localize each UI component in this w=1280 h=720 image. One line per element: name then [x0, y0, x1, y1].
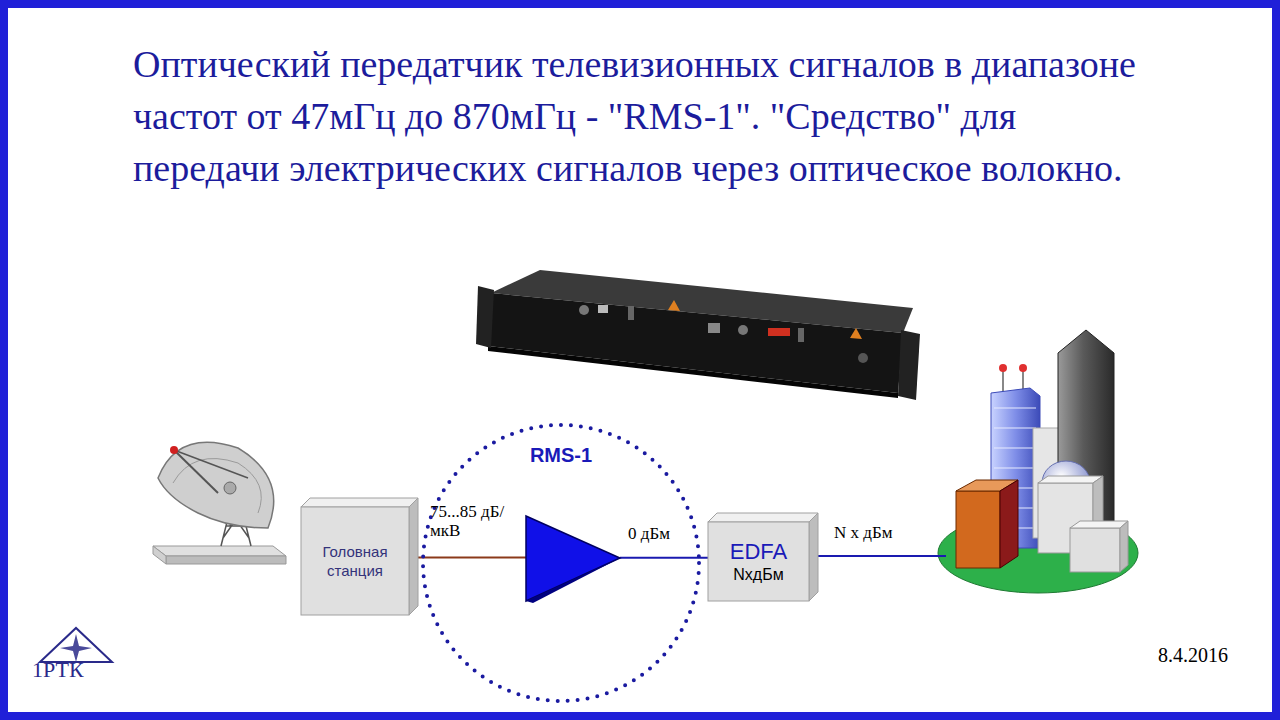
slide-title: Оптический передатчик телевизионных сигн… [133, 38, 1143, 194]
rack-device [476, 270, 920, 400]
signal-line [620, 557, 708, 559]
fibre-line [818, 555, 946, 557]
signal-line [418, 557, 526, 559]
node-sublabel: NxдБм [733, 565, 783, 585]
amplifier-shade [526, 558, 620, 603]
city-buildings [938, 330, 1138, 593]
date-label: 8.4.2016 [1158, 644, 1228, 667]
logo-mark [40, 628, 112, 662]
edge-label: 0 дБм [614, 524, 684, 543]
text-holder: EDFANxдБм [708, 522, 809, 601]
edge-label: 75...85 дБ/мкВ [430, 502, 522, 540]
text-holder: Головная станция [301, 507, 409, 615]
box-side [409, 498, 418, 615]
node-label: Головная станция [307, 542, 403, 580]
text-holder: RMS-1 [421, 443, 701, 467]
box-front [708, 522, 809, 601]
box-top [708, 513, 818, 522]
box-front [301, 507, 409, 615]
node-label: EDFA [730, 539, 787, 565]
equipment-box: Головная станция [301, 498, 418, 615]
amplifier-region: RMS-1 [421, 423, 701, 703]
amplifier-triangle [526, 516, 620, 601]
dotted-outline [423, 425, 699, 701]
node-label: RMS-1 [530, 443, 592, 467]
box-top [301, 498, 418, 507]
output-level-label: N x дБм [834, 523, 892, 543]
satellite-dish [153, 442, 286, 564]
box-side [809, 513, 818, 601]
equipment-box: EDFANxдБм [708, 513, 818, 601]
logo-text: 1РТК [32, 657, 84, 683]
